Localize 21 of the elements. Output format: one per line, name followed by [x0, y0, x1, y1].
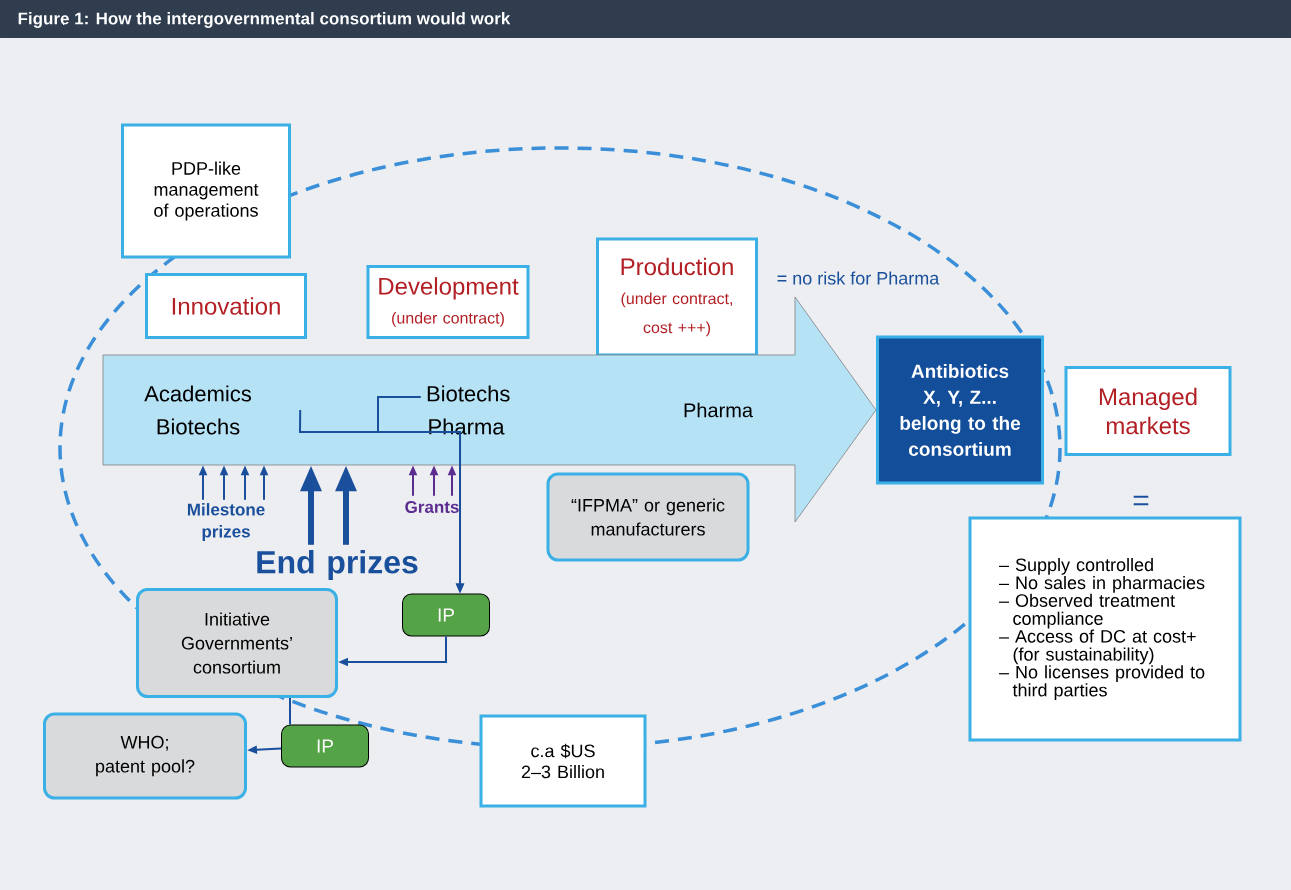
text-box: c.a $US 2–3 Billion: [479, 714, 647, 808]
ip-box: IP: [281, 724, 369, 768]
ip-box: IP: [402, 593, 490, 637]
actor-text: Academics Biotechs: [144, 385, 251, 435]
prize-text: End prizes: [257, 550, 418, 580]
equals-sign: =: [1133, 495, 1149, 506]
heading-box: Innovation: [145, 273, 307, 339]
rounded-box: “IFPMA” or generic manufacturers: [546, 472, 750, 562]
grant-text: Grants: [405, 501, 459, 513]
heading-box: Managed markets: [1064, 366, 1232, 456]
heading-box: Development (under contract): [366, 265, 530, 339]
prize-text: Milestone prizes: [187, 503, 265, 541]
figure-title: Figure 1: How the intergovernmental consortium would work: [18, 12, 511, 28]
text-box: PDP-like management of operations: [121, 123, 291, 259]
heading-box: Production (under contract, cost +++): [596, 237, 758, 357]
actor-text: Pharma: [684, 402, 753, 418]
consortium-box: Antibiotics X, Y, Z... belong to the consortium: [876, 335, 1044, 485]
rounded-box: WHO; patent pool?: [43, 712, 247, 800]
list-box: – Supply controlled – No sales in pharmacies – Observed treatment compliance – Access of DC at cost+ (for sustainability) – No licenses provided to third parties: [968, 516, 1242, 742]
note-text: = no risk for Pharma: [777, 271, 940, 285]
rounded-box: Initiative Governments’ consortium: [136, 588, 338, 698]
